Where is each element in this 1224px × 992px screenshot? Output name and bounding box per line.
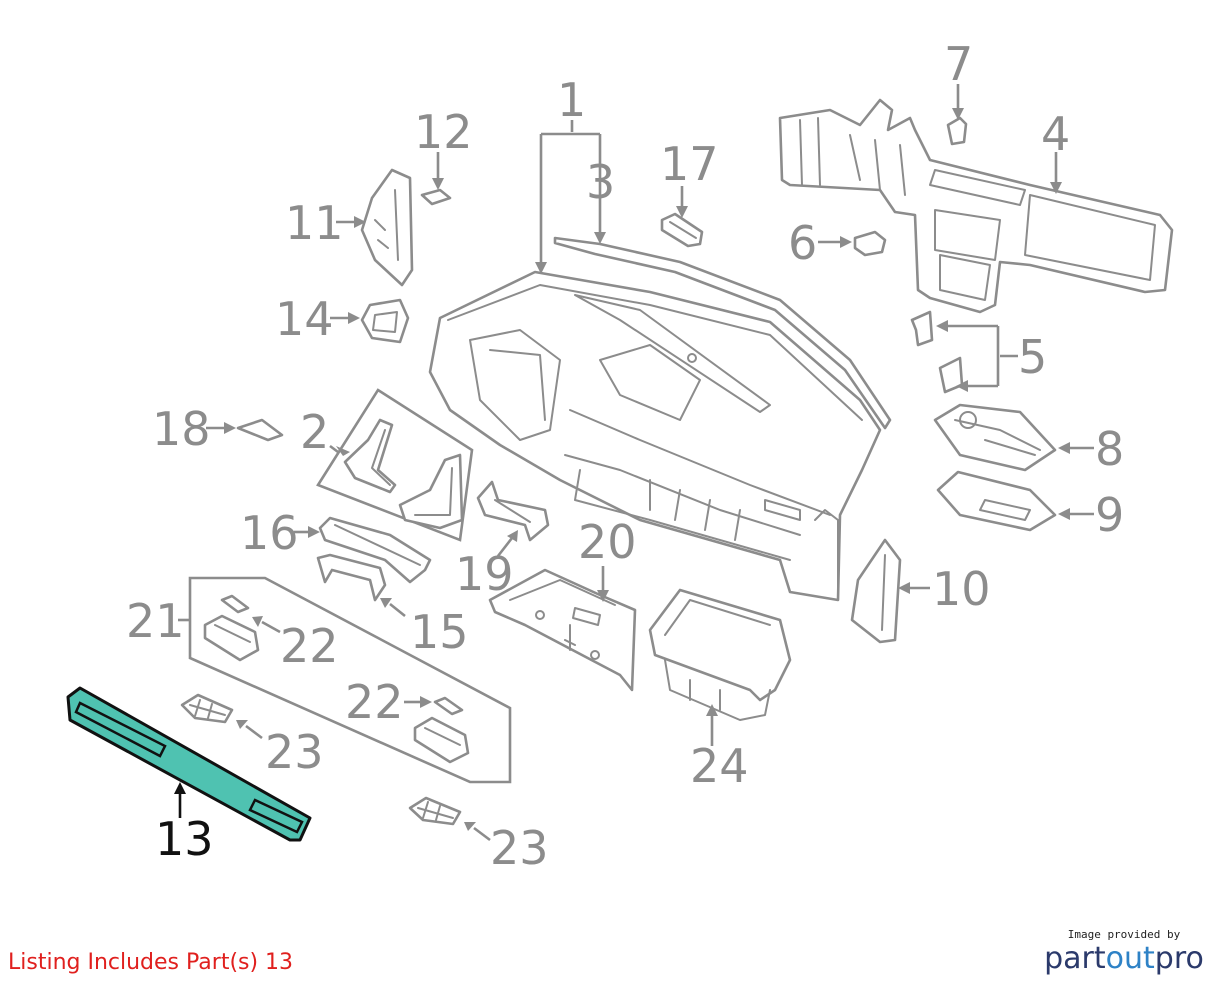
brand-out-text: out: [1105, 941, 1155, 976]
part-21-vent-set: [180, 576, 512, 784]
part-18-bracket: [236, 418, 284, 442]
part-1-instrument-panel: [428, 270, 882, 602]
callout-5: 5: [1018, 330, 1047, 384]
part-17-bezel: [660, 212, 704, 248]
part-23-vent: [408, 796, 462, 826]
listing-includes-note: Listing Includes Part(s) 13: [8, 950, 294, 975]
callout-6: 6: [788, 216, 817, 270]
callout-4: 4: [1041, 107, 1070, 161]
part-12-clip: [420, 188, 452, 206]
callout-2: 2: [300, 405, 329, 459]
callout-8: 8: [1095, 422, 1124, 476]
callout-15: 15: [410, 605, 469, 659]
part-13-trim-panel[interactable]: [66, 686, 312, 842]
callout-14: 14: [275, 292, 334, 346]
callout-11: 11: [285, 196, 344, 250]
callout-24: 24: [690, 739, 749, 793]
part-6-clip: [853, 230, 887, 257]
part-20-glove-box: [488, 568, 637, 692]
callout-9: 9: [1095, 488, 1124, 542]
part-5-brackets: [910, 310, 964, 394]
part-24-airbag: [648, 588, 792, 721]
part-11-end-cap: [360, 168, 414, 287]
part-9-bezel: [936, 470, 1057, 532]
callout-12: 12: [414, 105, 473, 159]
callout-10: 10: [932, 562, 991, 616]
part-2-bracket-set: [316, 388, 474, 542]
callout-23a: 23: [265, 725, 324, 779]
callout-1: 1: [557, 73, 586, 127]
callout-13: 13: [155, 812, 214, 866]
part-7-clip: [946, 116, 968, 146]
part-19-bracket: [476, 480, 550, 542]
part-16-trim: [318, 516, 432, 584]
callout-22b: 22: [345, 675, 404, 729]
partoutpro-logo: partoutpro: [1044, 942, 1204, 976]
part-15-bracket: [316, 553, 387, 602]
callout-23b: 23: [490, 821, 549, 875]
callout-20: 20: [578, 515, 637, 569]
part-10-end-cap: [850, 538, 902, 644]
part-4-cross-car-beam: [778, 98, 1174, 314]
leader-lines: [174, 84, 1094, 842]
part-8-bezel: [933, 403, 1057, 472]
callout-labels: 1 3 4 7 12 17 6 11 14 5 8 9 10 18 2 16 1…: [126, 37, 1124, 875]
part-14-vent: [360, 298, 410, 344]
callout-7: 7: [944, 37, 973, 91]
callout-21: 21: [126, 594, 185, 648]
brand-caption: Image provided by: [1067, 928, 1181, 941]
brand-part-text: part: [1044, 941, 1106, 976]
callout-19: 19: [455, 547, 514, 601]
brand-logo-block: Image provided by partoutpro: [1044, 928, 1204, 976]
callout-18: 18: [152, 402, 211, 456]
callout-22a: 22: [280, 619, 339, 673]
brand-pro-text: pro: [1154, 941, 1204, 976]
part-3-defroster-strip: [553, 236, 892, 430]
callout-3: 3: [586, 155, 615, 209]
callout-17: 17: [660, 137, 719, 191]
callout-16: 16: [240, 506, 299, 560]
